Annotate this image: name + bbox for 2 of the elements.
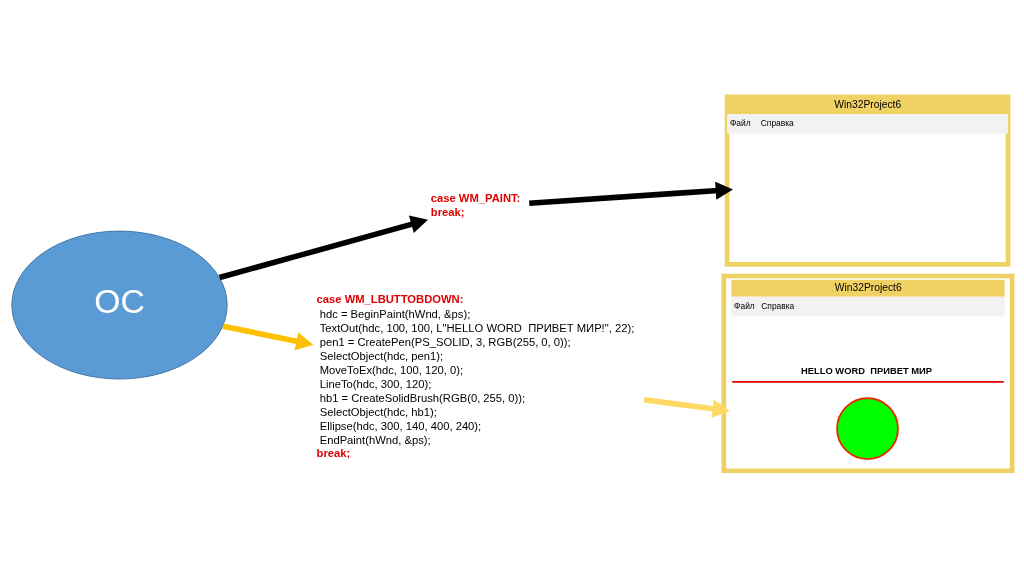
- node-text: case WM_PAINT: break;: [430, 191, 521, 218]
- node-text: case WM_LBUTTOBDOWN: hdc = BeginPaint(hWnd, &ps); TextOut(hdc, 100, 100, L"HELLO WORD ПРИВЕТ МИР!", 22); pen1 = CreatePen(PS_SOLID, 3, RGB(255, 0, 0)); SelectObject(hdc, pen1); MoveToEx(hdc, 100, 120, 0); LineTo(hdc, 300, 120); hb1 = CreateSolidBrush(RGB(0, 255, 0)); SelectObject(hdc, hb1); Ellipse(hdc, 300, 140, 400, 240); EndPaint(hWnd, &ps); break;: [316, 292, 635, 459]
